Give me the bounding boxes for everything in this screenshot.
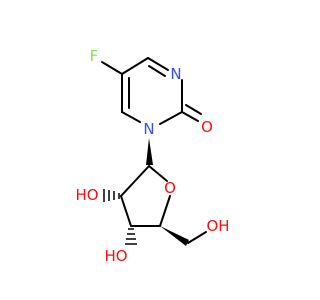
bond-c2-o-double: [185, 104, 202, 115]
bond-c2-o: [181, 111, 199, 122]
bond-c2-c1: [120, 165, 150, 197]
hash-c3-oh: [125, 228, 137, 245]
bond-c2-n1: [159, 111, 183, 125]
bond-c4-n3-double: [148, 65, 166, 77]
carbonyl-oxygen-label: O: [201, 118, 213, 136]
hydroxyl-2-label: HO: [75, 186, 98, 204]
molecule-diagram: F N N O O HO HO OH: [75, 47, 229, 265]
ring-oxygen-label: O: [164, 179, 176, 197]
bond-c5prime-o: [187, 231, 207, 244]
structure-canvas: F N N O O HO HO OH: [75, 47, 229, 265]
hydroxyl-5-label: OH: [206, 217, 229, 235]
bond-o4-c4: [159, 195, 171, 227]
bond-c3-c2: [120, 195, 132, 227]
wedge-c4-c5prime: [160, 226, 189, 246]
bond-c1-o4: [148, 165, 168, 182]
bond-c5-f: [101, 61, 123, 75]
bond-n1-c6: [121, 111, 141, 123]
fluorine-label: F: [90, 47, 99, 65]
bond-c4-n3: [147, 57, 169, 71]
wedge-n1-c1prime: [146, 138, 153, 165]
bond-c5-c4: [121, 57, 149, 75]
hash-c2-oh: [103, 189, 120, 202]
n1-label: N: [143, 120, 154, 138]
n3-label: N: [170, 65, 181, 83]
hydroxyl-3-label: HO: [104, 247, 127, 265]
